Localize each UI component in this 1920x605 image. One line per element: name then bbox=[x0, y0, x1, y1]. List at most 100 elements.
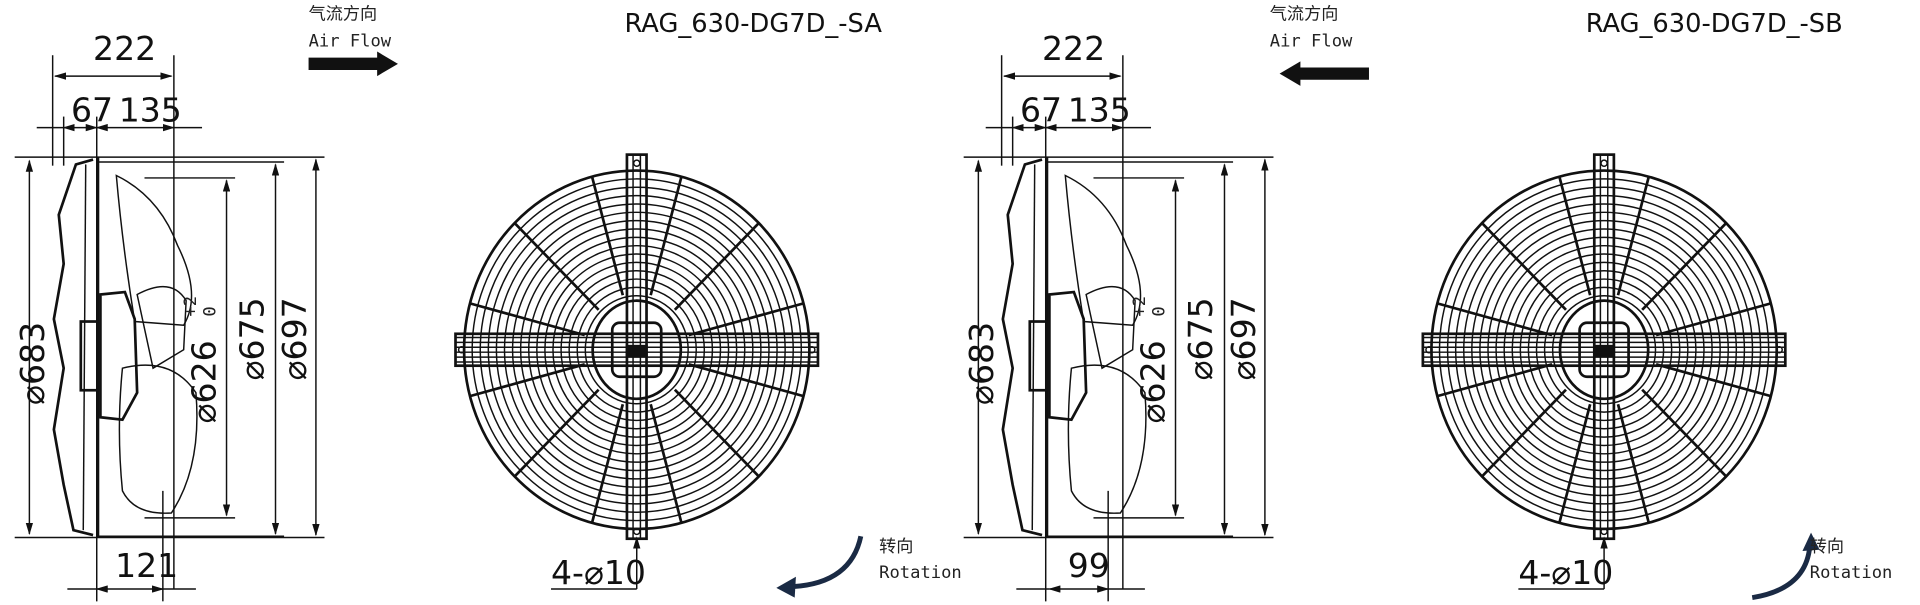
grille-spoke bbox=[1558, 403, 1592, 524]
rotation-arc bbox=[793, 535, 864, 590]
grille-ring bbox=[471, 178, 803, 522]
grille-spoke bbox=[673, 222, 760, 311]
rear-label: 135 bbox=[119, 90, 182, 129]
grille-ring bbox=[519, 228, 754, 472]
grille-ring bbox=[560, 269, 714, 430]
grille-ring bbox=[1438, 178, 1770, 522]
grille-ring bbox=[1535, 278, 1673, 422]
hub-spider bbox=[1085, 286, 1136, 370]
model-title: RAG_630-DG7D_-SB bbox=[1586, 9, 1843, 39]
front-view: 4-⌀10 bbox=[454, 153, 820, 592]
holes-label: 4-⌀10 bbox=[551, 553, 646, 592]
rotation-cw-arrow-icon bbox=[1802, 532, 1820, 552]
grille-ring bbox=[1454, 194, 1754, 505]
motor-cover bbox=[1578, 321, 1630, 379]
rotation-indicator bbox=[776, 535, 864, 598]
mounting-hole bbox=[632, 527, 641, 536]
grille-spoke bbox=[1481, 388, 1567, 478]
d626-tolerance-upper: +2 bbox=[181, 296, 201, 317]
arrow-right-icon bbox=[308, 51, 398, 77]
grille-spoke bbox=[1481, 222, 1567, 311]
blade-lower bbox=[1067, 364, 1147, 514]
grille-ring bbox=[503, 211, 770, 488]
grille-ring bbox=[511, 219, 762, 480]
mounting-hole bbox=[1600, 159, 1608, 168]
grille-spoke bbox=[513, 388, 600, 478]
grille-ring bbox=[1495, 236, 1713, 463]
grille-spoke bbox=[1558, 176, 1592, 296]
d626-tolerance-lower: 0 bbox=[201, 306, 221, 316]
front-view: 4-⌀10 bbox=[1421, 153, 1787, 592]
blade-lower bbox=[118, 364, 198, 514]
grille-ring bbox=[1463, 203, 1746, 497]
grille-ring bbox=[487, 194, 786, 505]
d697-label: ⌀697 bbox=[1224, 297, 1263, 380]
motor-terminal-box bbox=[79, 320, 100, 392]
grille-spoke bbox=[1436, 363, 1553, 398]
d626-tolerance-upper: +2 bbox=[1130, 296, 1150, 317]
rotation-label-en: Rotation bbox=[879, 563, 962, 583]
arrow-left-icon bbox=[1279, 61, 1369, 86]
grille-ring bbox=[1487, 228, 1721, 472]
airflow-label-cn: 气流方向 bbox=[309, 5, 378, 25]
motor-hub bbox=[1558, 299, 1650, 401]
grille-ring bbox=[1446, 186, 1762, 513]
d697-label: ⌀697 bbox=[275, 297, 314, 380]
grille-ring bbox=[495, 203, 778, 497]
bottom-label: 99 bbox=[1068, 546, 1110, 585]
airflow-label-en: Air Flow bbox=[309, 32, 392, 52]
grille-ring bbox=[544, 253, 730, 447]
mounting-hole bbox=[1775, 345, 1783, 354]
d683-label: ⌀683 bbox=[962, 322, 1001, 405]
depth-label: 222 bbox=[1042, 29, 1105, 68]
horizontal-bracket bbox=[1421, 332, 1787, 368]
motor-body bbox=[99, 290, 139, 422]
motor-label bbox=[1593, 344, 1616, 358]
mounting-hole bbox=[1425, 345, 1433, 354]
grille-ring bbox=[527, 236, 746, 463]
guard-inner bbox=[1031, 164, 1036, 531]
grille-ring bbox=[576, 286, 697, 413]
mounting-hole bbox=[808, 345, 816, 354]
grille-spoke bbox=[1436, 302, 1553, 337]
guard-outline bbox=[1001, 158, 1043, 537]
hub-spider bbox=[136, 286, 187, 370]
grille-ring bbox=[1527, 269, 1681, 430]
grille-spoke bbox=[1655, 302, 1772, 337]
blade-upper bbox=[115, 174, 193, 326]
rotation-label-cn: 转向 bbox=[879, 537, 913, 557]
grille-ring bbox=[1503, 244, 1705, 455]
rotation-indicator bbox=[1751, 532, 1820, 601]
grille-spoke bbox=[1655, 363, 1772, 398]
motor-label bbox=[625, 344, 648, 358]
grille-spoke bbox=[673, 388, 760, 478]
mounting-hole bbox=[1600, 527, 1608, 536]
grille-spoke bbox=[513, 222, 600, 311]
grille-spoke bbox=[1616, 176, 1651, 296]
d626-label: ⌀626 bbox=[185, 340, 224, 423]
grille-ring bbox=[584, 295, 689, 405]
motor-hub bbox=[591, 299, 683, 401]
rotation-label-en: Rotation bbox=[1810, 563, 1893, 583]
model-title: RAG_630-DG7D_-SA bbox=[624, 9, 882, 39]
bottom-label: 121 bbox=[115, 546, 178, 585]
grille-ring bbox=[1511, 253, 1697, 447]
grille-ring bbox=[536, 244, 738, 455]
grille-ring bbox=[1551, 295, 1657, 405]
grille-ring bbox=[1543, 286, 1665, 413]
rear-label: 135 bbox=[1068, 90, 1131, 129]
grille-spoke bbox=[1616, 403, 1651, 524]
airflow-indicator: 气流方向 Air Flow bbox=[308, 5, 398, 77]
rotation-label-cn: 转向 bbox=[1810, 537, 1844, 557]
grille-spoke bbox=[469, 302, 586, 337]
grille-ring bbox=[552, 261, 722, 438]
grille-spoke bbox=[688, 363, 804, 398]
front-label: 67 bbox=[71, 90, 113, 129]
